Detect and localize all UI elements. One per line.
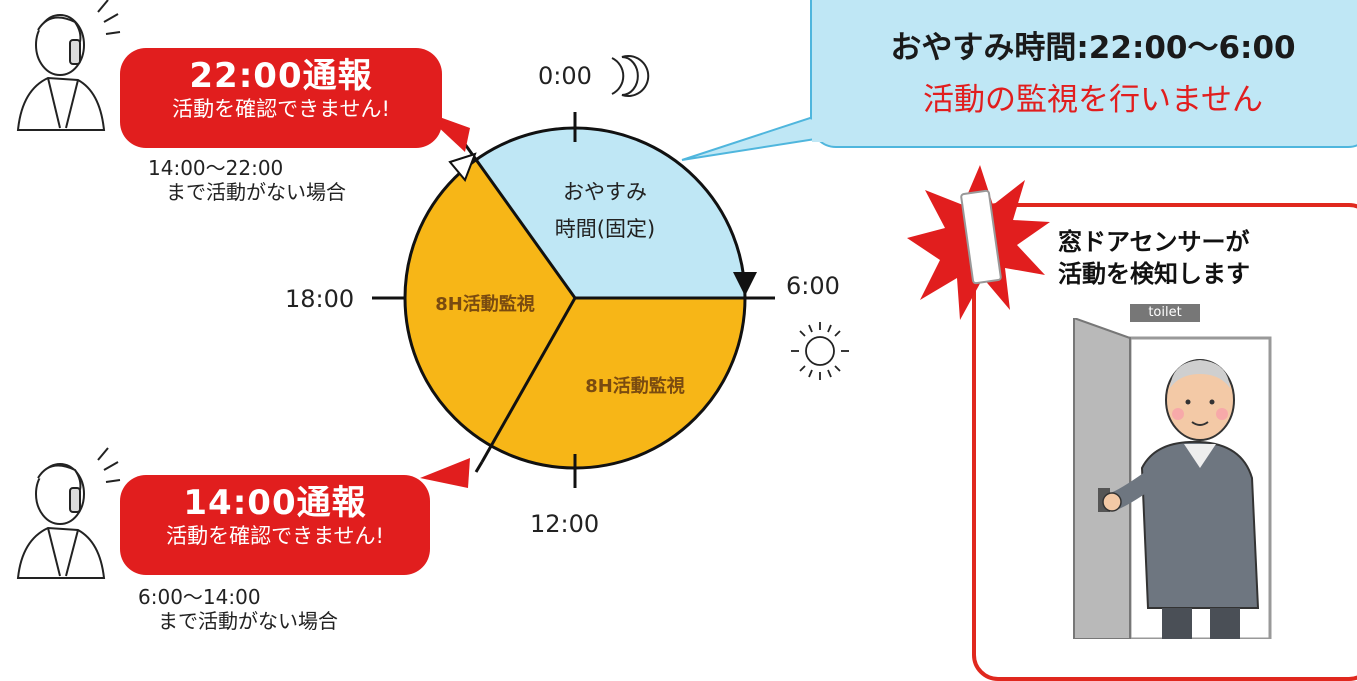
- moon-icon: [611, 55, 650, 97]
- rest-segment-label-2: 時間(固定): [554, 217, 656, 241]
- tick-14-ext: [474, 461, 484, 473]
- rest-segment-label-1: おやすみ: [563, 180, 647, 204]
- rest-time-title: おやすみ時間:22:00〜6:00: [890, 30, 1296, 66]
- sensor-line-2: 活動を検知します: [1058, 260, 1250, 288]
- clock-diagram: [16, 0, 872, 579]
- rest-time-subtitle: 活動の監視を行いません: [922, 82, 1264, 118]
- watch-segment-label-left: 8H活動監視: [435, 294, 535, 315]
- alert-22-condition-text: まで活動がない場合: [166, 180, 346, 204]
- divider-14: [480, 297, 577, 463]
- sensor-message: 窓ドアセンサーが 活動を検知します: [1058, 226, 1250, 290]
- burst-icon: [907, 165, 1050, 320]
- alert-22-condition-time: 14:00〜22:00: [148, 156, 284, 180]
- phone-man-icon: [16, 447, 121, 579]
- arrow-at-22: [448, 152, 477, 182]
- elderly-man-at-door-icon: [1073, 318, 1272, 639]
- divider-22: [460, 139, 577, 299]
- clock-label-6: 6:00: [786, 272, 840, 300]
- door-sensor-icon: [960, 189, 1002, 285]
- clock-pie: [372, 112, 775, 488]
- rest-time-callout: [810, 0, 1357, 148]
- alert-22-message: 活動を確認できません!: [172, 97, 390, 121]
- watch-segment-label-right: 8H活動監視: [585, 376, 685, 397]
- alert-22-title: 22:00通報: [189, 56, 373, 96]
- clock-label-0: 0:00: [538, 62, 592, 90]
- alert-22-bubble: 22:00通報 活動を確認できません!: [120, 48, 442, 148]
- rest-segment: [475, 127, 746, 299]
- sensor-line-1: 窓ドアセンサーが: [1058, 228, 1250, 256]
- arrow-at-6: [733, 272, 757, 296]
- callout-tail-cover: [812, 112, 872, 142]
- alert-14-message: 活動を確認できません!: [166, 524, 384, 548]
- alert-14-condition-time: 6:00〜14:00: [138, 585, 261, 609]
- alert-14-bubble: 14:00通報 活動を確認できません!: [120, 475, 430, 575]
- clock-label-18: 18:00: [285, 285, 355, 313]
- clock-label-12: 12:00: [530, 510, 600, 538]
- toilet-tag: toilet: [1130, 304, 1200, 322]
- alert-tail-14: [420, 458, 470, 488]
- alert-14-title: 14:00通報: [183, 483, 367, 523]
- alert-14-condition-text: まで活動がない場合: [158, 609, 338, 633]
- sun-icon: [791, 322, 849, 380]
- phone-man-icon: [16, 0, 121, 131]
